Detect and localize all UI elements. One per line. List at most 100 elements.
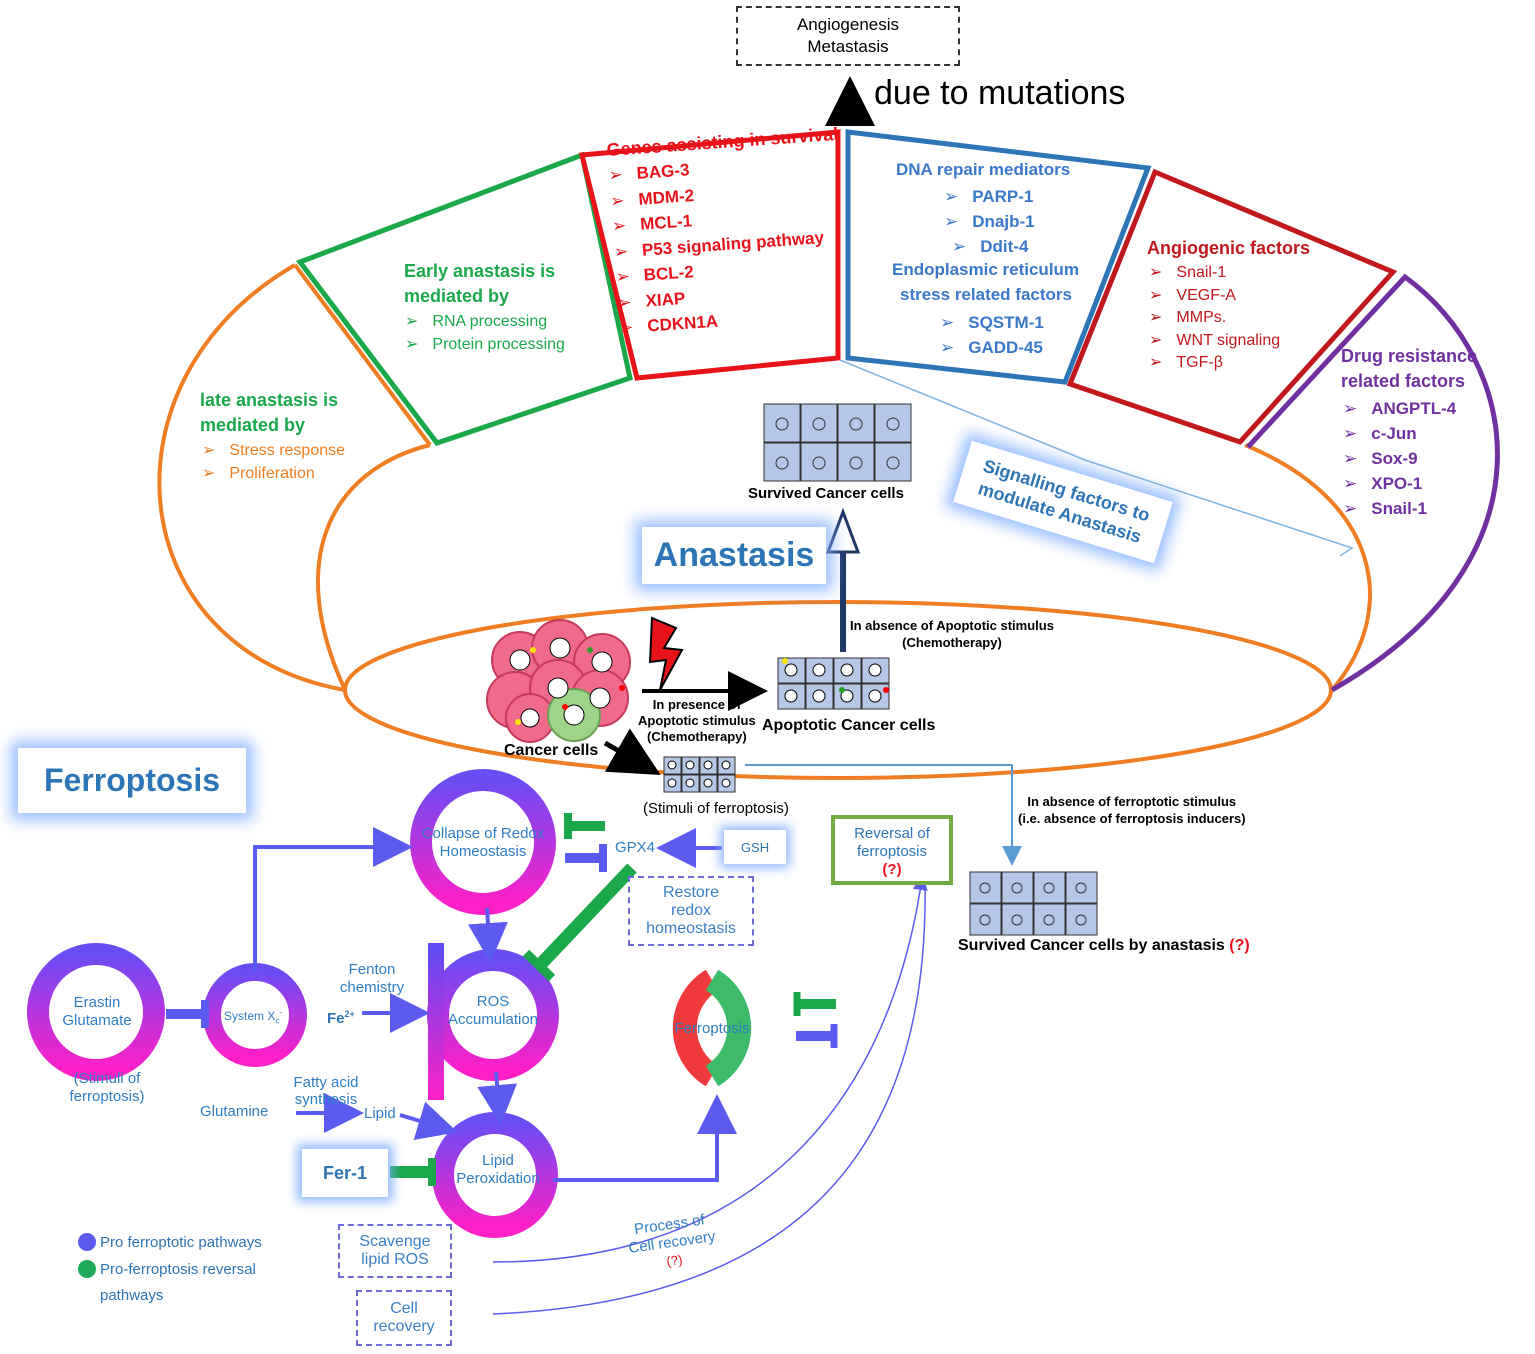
angiogenesis-box: Angiogenesis Metastasis — [736, 6, 960, 66]
dna-item: PARP-1 — [944, 184, 1035, 209]
early-list: RNA processing Protein processing — [405, 310, 565, 356]
ros-label: ROS Accumulation — [440, 993, 546, 1029]
survival-list: BAG-3 MDM-2 MCL-1 P53 signaling pathway … — [608, 147, 852, 341]
restore-redox-box: Restore redox homeostasis — [628, 876, 754, 946]
ros-bar — [428, 943, 444, 1100]
absence-apoptotic-line-2: (Chemotherapy) — [902, 635, 1002, 650]
arrow-lipid-to-perox — [399, 1101, 458, 1140]
anastasis-box: Anastasis — [642, 527, 826, 584]
ros-line-2: Accumulation — [447, 1011, 539, 1028]
ros-line-1: ROS — [476, 993, 510, 1010]
outer-anastasis-arc — [157, 263, 346, 692]
absence-ferroptotic-label: In absence of ferroptotic stimulus (i.e.… — [1018, 793, 1246, 827]
er-list: SQSTM-1 GADD-45 — [940, 310, 1044, 360]
arrow-ros-to-lipidperox — [477, 1071, 518, 1125]
erastin-label: Erastin Glutamate — [52, 994, 142, 1030]
angio-list: Snail-1 VEGF-A MMPs. WNT signaling TGF-β — [1149, 262, 1280, 375]
lightning-bolt-icon — [648, 616, 684, 691]
inner-right-arc — [1244, 443, 1372, 692]
drug-item: Sox-9 — [1343, 446, 1456, 471]
signalling-bracket — [839, 359, 1354, 557]
drug-item: Snail-1 — [1343, 496, 1456, 521]
collapse-line-2: Homeostasis — [439, 843, 527, 860]
late-list: Stress response Proliferation — [202, 439, 345, 485]
legend-pro-dot — [78, 1233, 96, 1251]
late-heading-1: late anastasis is — [200, 390, 339, 410]
dna-list: PARP-1 Dnajb-1 Ddit-4 — [944, 184, 1035, 259]
early-heading-1: Early anastasis is — [404, 261, 556, 281]
cell-recovery-box: Cell recovery — [356, 1290, 452, 1346]
erastin-line-2: Glutamate — [62, 1012, 132, 1029]
recovery-curve-1 — [492, 875, 928, 1263]
restore-line-1: Restore — [662, 884, 720, 901]
angio-item: VEGF-A — [1149, 285, 1280, 308]
dna-item: Dnajb-1 — [944, 209, 1034, 234]
legend-reversal-label-1: Pro-ferroptosis reversal — [100, 1261, 256, 1278]
angiogenesis-label: Angiogenesis — [796, 15, 900, 34]
fenton-label: Fenton chemistry — [332, 961, 412, 997]
ferroptosis-stimulus-arrow — [603, 728, 661, 775]
panel-late-outline — [293, 263, 432, 447]
apoptotic-cells-label: Apoptotic Cancer cells — [762, 717, 936, 734]
survived-cells-label: Survived Cancer cells — [748, 485, 904, 502]
panel-drug-outline — [1246, 273, 1500, 693]
stimuli-ferroptosis-caption: (Stimuli of ferroptosis) — [643, 800, 789, 817]
cell-recovery-line-1: Cell — [390, 1300, 418, 1317]
late-item: Proliferation — [202, 462, 345, 485]
cancer-cells-cluster — [486, 619, 631, 743]
fer1-box: Fer-1 — [302, 1149, 388, 1197]
angio-item: TGF-β — [1149, 352, 1280, 375]
anastasis-arrowhead — [825, 507, 861, 554]
restore-line-3: homeostasis — [646, 920, 736, 937]
apoptotic-cells-group — [777, 657, 890, 710]
reversal-line-2: ferroptosis — [856, 843, 928, 860]
legend-pro-label: Pro ferroptotic pathways — [100, 1234, 262, 1251]
cancer-cells-label: Cancer cells — [504, 742, 599, 759]
lipid-perox-line-1: Lipid — [482, 1152, 514, 1169]
stimuli-line-1: (Stimuli of — [73, 1070, 141, 1087]
ferroptosis-ring-green — [705, 969, 752, 1087]
scavenge-line-1: Scavenge — [359, 1233, 431, 1250]
ferroptosis-title-box: Ferroptosis — [18, 748, 246, 813]
survived-by-anastasis-label: Survived Cancer cells by anastasis (?) — [958, 937, 1250, 955]
dna-heading: DNA repair mediators — [896, 160, 1071, 179]
erastin-line-1: Erastin — [73, 994, 121, 1011]
drug-item: XPO-1 — [1343, 471, 1456, 496]
survived-by-anastasis-text: Survived Cancer cells by anastasis — [958, 937, 1225, 954]
fenton-line-1: Fenton — [348, 961, 396, 978]
fenton-line-2: chemistry — [339, 979, 405, 996]
collapse-line-1: Collapse of Redox — [421, 825, 545, 842]
presence-line-2: Apoptotic stimulus — [638, 713, 756, 728]
gsh-label: GSH — [740, 839, 770, 855]
lipid-perox-label: Lipid Peroxidation — [450, 1152, 546, 1188]
fatty-acid-label: Fatty acid synthesis — [290, 1074, 362, 1108]
er-item: GADD-45 — [940, 335, 1044, 360]
panel-angio-outline — [1066, 168, 1398, 445]
survived-by-anastasis-mark: (?) — [1229, 937, 1250, 954]
arrow-system-to-collapse — [253, 827, 413, 972]
angio-heading: Angiogenic factors — [1147, 238, 1311, 258]
ferroptosis-stimuli-cells — [663, 756, 736, 793]
collapse-redox-ring — [410, 769, 556, 915]
ferroptosis-title: Ferroptosis — [43, 762, 221, 798]
metastasis-label: Metastasis — [807, 37, 889, 56]
inhibit-gpx4-ros — [535, 863, 637, 970]
ferroptosis-ring-label: Ferroptosis — [674, 1020, 750, 1037]
early-heading-2: mediated by — [404, 286, 510, 306]
gsh-box: GSH — [724, 830, 786, 864]
presence-line-3: (Chemotherapy) — [647, 729, 747, 744]
due-to-mutations-label: due to mutations — [874, 74, 1126, 112]
fer1-label: Fer-1 — [322, 1162, 367, 1183]
drug-heading-2: related factors — [1341, 371, 1466, 391]
drug-item: ANGPTL-4 — [1343, 396, 1456, 421]
absence-ferroptotic-line-1: In absence of ferroptotic stimulus — [1027, 794, 1237, 809]
survival-panel-content: Genes assisting in survival BAG-3 MDM-2 … — [606, 124, 852, 341]
early-item: Protein processing — [405, 333, 565, 356]
fe-sup: 2+ — [344, 1009, 355, 1019]
angio-item: MMPs. — [1149, 307, 1280, 330]
scavenge-box: Scavenge lipid ROS — [338, 1224, 452, 1278]
restore-line-2: redox — [670, 902, 712, 919]
dna-item: Ddit-4 — [952, 234, 1035, 259]
anastasis-title: Anastasis — [653, 536, 815, 574]
